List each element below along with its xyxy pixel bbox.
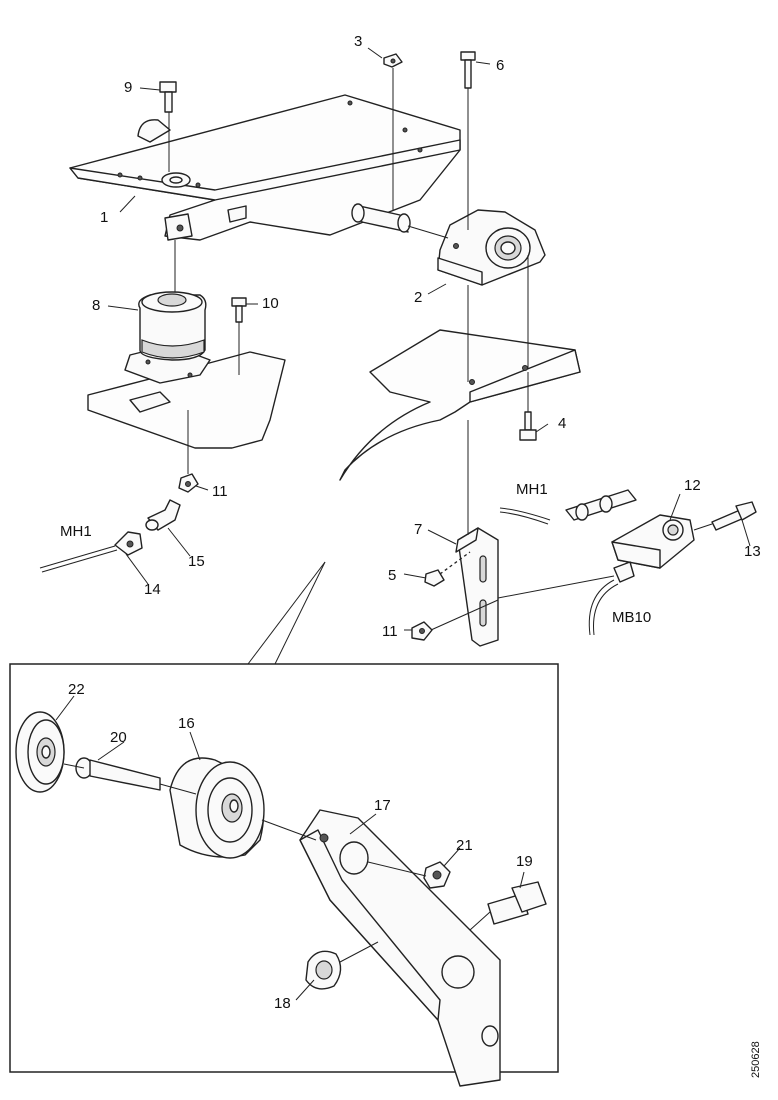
part-11-nut-lower xyxy=(411,621,433,641)
part-10-bolt xyxy=(231,297,247,323)
connector-mh1-left: MH1 xyxy=(60,523,92,540)
callout-22: 22 xyxy=(68,681,85,698)
part-21-nut xyxy=(423,861,451,889)
part-5-nut xyxy=(424,569,445,587)
callout-7: 7 xyxy=(414,521,422,538)
callout-17: 17 xyxy=(374,797,391,814)
connector-mh1-right: MH1 xyxy=(516,481,548,498)
part-11-nut-upper xyxy=(178,473,199,493)
callout-18: 18 xyxy=(274,995,291,1012)
callout-15: 15 xyxy=(188,553,205,570)
callout-13: 13 xyxy=(744,543,761,560)
part-6-bolt xyxy=(460,51,476,89)
callout-19: 19 xyxy=(516,853,533,870)
callout-3: 3 xyxy=(354,33,362,50)
callout-5: 5 xyxy=(388,567,396,584)
part-12-sensor-block xyxy=(565,489,695,583)
callout-10: 10 xyxy=(262,295,279,312)
wire-mh1-right xyxy=(499,507,551,525)
part-13-bolt xyxy=(711,501,757,531)
wire-mb10 xyxy=(588,579,619,636)
part-9-bolt xyxy=(159,81,177,113)
part-19-bolt xyxy=(487,881,547,925)
part-14-clip xyxy=(114,531,143,556)
part-20-bolt xyxy=(75,757,161,791)
callout-6: 6 xyxy=(496,57,504,74)
wire-mh1-left xyxy=(39,545,118,573)
callout-11-lower: 11 xyxy=(382,623,398,640)
callout-12: 12 xyxy=(684,477,701,494)
callout-2: 2 xyxy=(414,289,422,306)
callout-8: 8 xyxy=(92,297,100,314)
part-3-nut xyxy=(383,53,403,68)
right-mounting-plate xyxy=(339,329,581,481)
figure-reference: 250628 xyxy=(748,1020,768,1080)
part-1-bracket-plate xyxy=(69,94,461,241)
callout-11-upper: 11 xyxy=(212,483,228,500)
connector-mb10: MB10 xyxy=(612,609,651,626)
callout-21: 21 xyxy=(456,837,473,854)
part-8-rubber-mount xyxy=(87,291,286,449)
part-2-pillow-block xyxy=(437,209,546,286)
callout-9: 9 xyxy=(124,79,132,96)
callout-20: 20 xyxy=(110,729,127,746)
callout-4: 4 xyxy=(558,415,566,432)
part-16-idler-pulley xyxy=(169,757,265,859)
detail-box xyxy=(9,663,559,1073)
part-15-fitting xyxy=(145,499,181,531)
part-4-bolt xyxy=(519,411,537,441)
part-18-nut xyxy=(305,950,342,990)
figure-reference-number: 250628 xyxy=(750,1041,762,1078)
part-22-flange xyxy=(15,711,65,793)
callout-14: 14 xyxy=(144,581,161,598)
callout-1: 1 xyxy=(100,209,108,226)
part-17-tensioner-arm xyxy=(299,809,501,1087)
part-7-bracket xyxy=(455,527,499,647)
callout-16: 16 xyxy=(178,715,195,732)
pin-shaft xyxy=(351,203,411,233)
